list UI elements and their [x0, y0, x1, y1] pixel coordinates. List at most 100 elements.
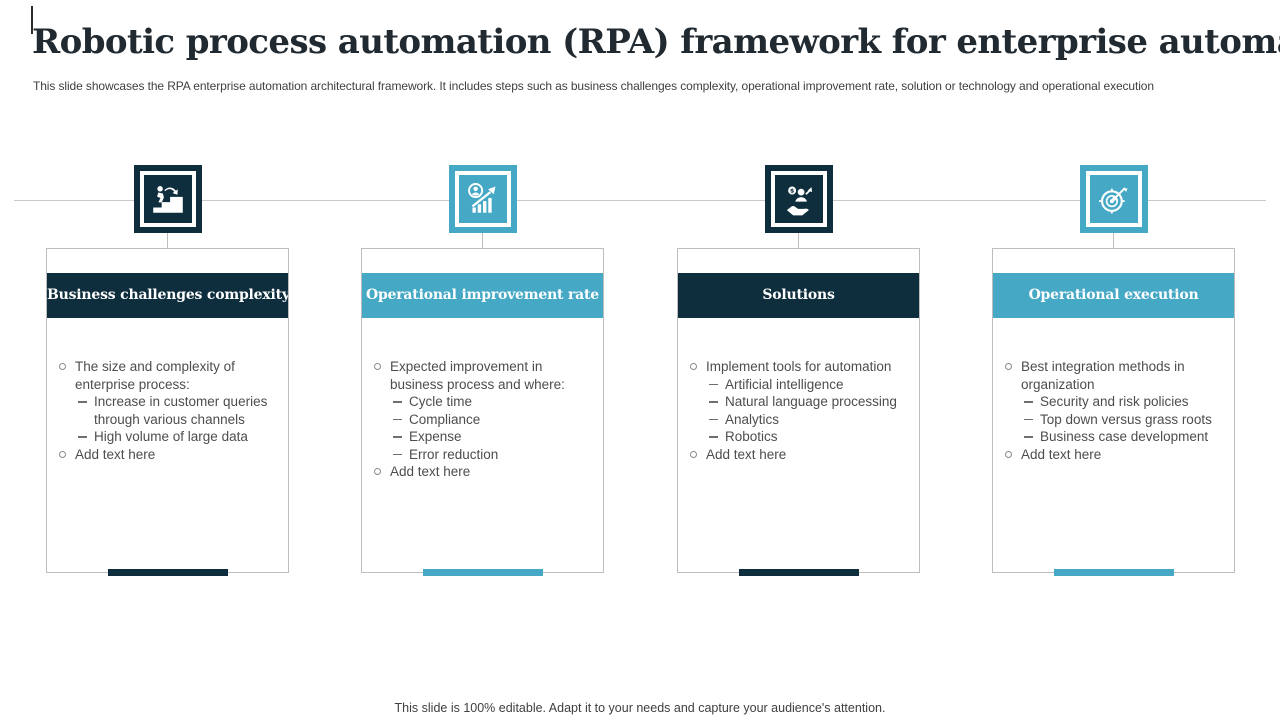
circle-bullet-marker [690, 363, 697, 370]
sub-bullet-text: High volume of large data [94, 429, 248, 444]
slide-subtitle: This slide showcases the RPA enterprise … [33, 79, 1154, 93]
dash-bullet-marker [709, 401, 718, 403]
bullet-text: Expected improvement in business process… [390, 359, 565, 392]
footer-note: This slide is 100% editable. Adapt it to… [394, 701, 886, 715]
sub-bullet-item: Compliance [374, 411, 593, 429]
sub-bullet-text: Increase in customer queries through var… [94, 394, 268, 427]
target-arrow-icon [1085, 171, 1142, 227]
icon-frame [133, 165, 202, 233]
dash-bullet-marker [393, 436, 402, 438]
card-header: Operational improvement rate [362, 273, 603, 318]
sub-bullet-item: Security and risk policies [1005, 393, 1224, 411]
card-header: Solutions [678, 273, 919, 318]
dash-bullet-marker [709, 383, 718, 386]
connector-line [1113, 233, 1114, 248]
top-left-tick [31, 6, 33, 34]
bullet-item: Best integration methods in organization [1005, 358, 1224, 393]
dash-bullet-marker [393, 418, 402, 421]
circle-bullet-marker [59, 450, 66, 458]
connector-line [482, 233, 483, 248]
bullet-item: Expected improvement in business process… [374, 358, 593, 393]
dash-bullet-marker [1024, 418, 1033, 421]
connector-line [798, 233, 799, 248]
framework-column: Operational execution Best integration m… [992, 165, 1235, 576]
hand-holding-investment-icon: $ [770, 171, 827, 227]
dash-bullet-marker [393, 453, 402, 456]
sub-bullet-text: Compliance [409, 411, 481, 427]
bullet-item: Add text here [59, 446, 278, 464]
sub-bullet-text: Expense [409, 429, 462, 444]
sub-bullet-item: Analytics [690, 411, 909, 429]
card-body: Best integration methods in organization… [993, 318, 1234, 463]
page-title: Robotic process automation (RPA) framewo… [32, 22, 1280, 62]
bullet-text: Best integration methods in organization [1021, 359, 1185, 392]
circle-bullet-marker [690, 450, 697, 458]
card: Business challenges complexity The size … [46, 248, 289, 576]
timeline-rule [14, 200, 1266, 201]
card-header: Operational execution [993, 273, 1234, 318]
card-accent-bar [1053, 569, 1174, 576]
sub-bullet-text: Analytics [725, 411, 780, 427]
icon-frame [448, 165, 517, 233]
card-accent-bar [107, 569, 228, 576]
sub-bullet-item: Robotics [690, 428, 909, 446]
dash-bullet-marker [1024, 436, 1033, 438]
card-accent-bar [422, 569, 543, 576]
icon-frame: $ [764, 165, 833, 233]
circle-bullet-marker [1005, 450, 1012, 458]
bullet-item: Add text here [690, 446, 909, 464]
sub-bullet-text: Top down versus grass roots [1040, 411, 1212, 427]
sub-bullet-item: High volume of large data [59, 428, 278, 446]
sub-bullet-text: Robotics [725, 429, 778, 444]
bullet-item: Add text here [374, 463, 593, 481]
bullet-item: Implement tools for automation [690, 358, 909, 376]
sub-bullet-text: Artificial intelligence [725, 376, 844, 392]
dash-bullet-marker [78, 436, 87, 438]
sub-bullet-item: Natural language processing [690, 393, 909, 411]
icon-frame [1079, 165, 1148, 233]
bullet-text: The size and complexity of enterprise pr… [75, 359, 235, 392]
sub-bullet-item: Error reduction [374, 446, 593, 464]
sub-bullet-text: Security and risk policies [1040, 394, 1189, 409]
card: Solutions Implement tools for automation… [677, 248, 920, 576]
svg-text:$: $ [789, 188, 793, 195]
card-body: The size and complexity of enterprise pr… [47, 318, 288, 463]
connector-line [167, 233, 168, 248]
sub-bullet-text: Business case development [1040, 429, 1209, 444]
sub-bullet-item: Increase in customer queries through var… [59, 393, 278, 428]
person-climbing-stairs-icon [139, 171, 196, 227]
framework-column: $ Solutions Implement tools for automati… [677, 165, 920, 576]
growth-chart-person-icon [454, 171, 511, 227]
card-body: Expected improvement in business process… [362, 318, 603, 481]
card-accent-bar [738, 569, 859, 576]
circle-bullet-marker [374, 468, 381, 475]
bullet-text: Add text here [1021, 446, 1102, 462]
sub-bullet-item: Cycle time [374, 393, 593, 411]
bullet-item: The size and complexity of enterprise pr… [59, 358, 278, 393]
bullet-text: Implement tools for automation [706, 359, 892, 374]
sub-bullet-text: Error reduction [409, 446, 499, 462]
dash-bullet-marker [78, 401, 87, 403]
dash-bullet-marker [709, 436, 718, 438]
dash-bullet-marker [1024, 401, 1033, 403]
bullet-text: Add text here [390, 464, 471, 479]
sub-bullet-item: Expense [374, 428, 593, 446]
circle-bullet-marker [59, 363, 66, 370]
bullet-text: Add text here [706, 446, 787, 462]
circle-bullet-marker [374, 363, 381, 370]
card-header: Business challenges complexity [47, 273, 288, 318]
card: Operational execution Best integration m… [992, 248, 1235, 576]
dash-bullet-marker [709, 418, 718, 421]
framework-column: Operational improvement rate Expected im… [361, 165, 604, 576]
sub-bullet-item: Artificial intelligence [690, 376, 909, 394]
dash-bullet-marker [393, 401, 402, 403]
sub-bullet-item: Business case development [1005, 428, 1224, 446]
card: Operational improvement rate Expected im… [361, 248, 604, 576]
sub-bullet-text: Cycle time [409, 394, 473, 409]
sub-bullet-text: Natural language processing [725, 394, 897, 409]
framework-column: Business challenges complexity The size … [46, 165, 289, 576]
sub-bullet-item: Top down versus grass roots [1005, 411, 1224, 429]
circle-bullet-marker [1005, 363, 1012, 370]
